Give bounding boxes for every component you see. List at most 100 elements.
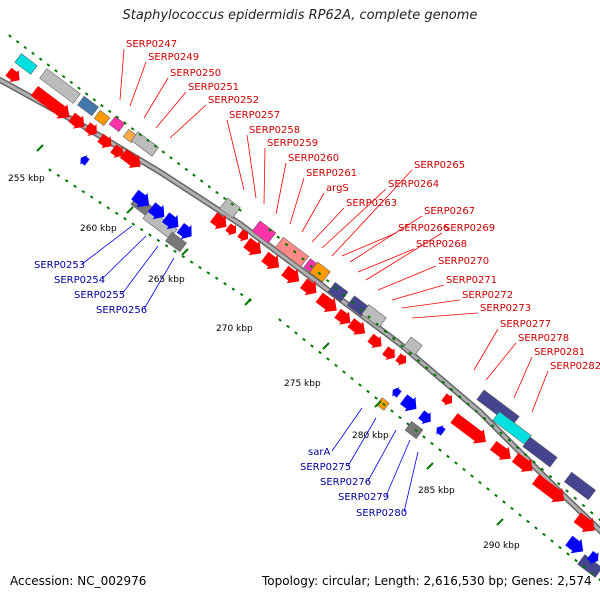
outer-tick-row-dot-27 [215, 190, 219, 195]
outer-tick-row-2-dot-30 [515, 445, 520, 450]
inner-tick-row-2-dot-34 [550, 539, 554, 543]
feature-magenta-2 [251, 220, 277, 244]
map-title: Staphylococcus epidermidis RP62A, comple… [122, 8, 478, 23]
inner-tick-row-2-dot-20 [438, 448, 442, 452]
cds-forward-16 [334, 308, 351, 325]
feature-orange-1 [93, 110, 111, 126]
outer-tick-row-2-dot-24 [466, 402, 470, 406]
inner-tick-row-dot-20 [214, 276, 219, 281]
kbp-label-4: 275 kbp [284, 379, 321, 389]
leader-reverse-4 [331, 407, 363, 452]
cds-reverse-4 [162, 212, 179, 230]
feature-grey-2 [130, 131, 160, 157]
cds-reverse-5 [176, 222, 192, 240]
cds-forward-23 [489, 440, 511, 460]
inner-tick-row-dot-14 [164, 244, 169, 248]
gene-label-reverse-2: SERP0255 [74, 290, 125, 301]
leader-forward-19 [391, 284, 445, 301]
gene-label-forward-19: SERP0271 [446, 275, 497, 286]
gene-label-reverse-8: SERP0280 [356, 508, 407, 519]
outer-tick-row-dot-29 [230, 202, 235, 206]
gene-label-forward-9: SERP0261 [306, 168, 357, 179]
outer-tick-row-2-dot-34 [548, 474, 553, 479]
leader-reverse-1 [101, 235, 147, 280]
leader-forward-6 [246, 134, 257, 199]
outer-tick-row-2-dot-23 [457, 395, 462, 399]
outer-tick-row-2-dot-27 [490, 424, 495, 428]
inner-tick-row-2-dot-9 [350, 376, 354, 381]
gene-label-forward-21: SERP0273 [480, 303, 531, 314]
inner-tick-row-dot-8 [114, 211, 119, 216]
outer-tick-row-2-dot-10 [350, 300, 355, 305]
outer-tick-row-2-dot-3 [292, 250, 297, 254]
kbp-label-6: 285 kbp [418, 486, 455, 496]
inner-tick-row-2-dot-18 [422, 435, 426, 439]
gene-label-reverse-3: SERP0256 [96, 305, 147, 316]
cds-forward-6 [110, 144, 123, 158]
outer-tick-row-2-dot-18 [416, 358, 421, 363]
outer-tick-row-dot-12 [100, 103, 104, 108]
gene-label-forward-5: SERP0257 [229, 110, 280, 121]
gene-label-forward-20: SERP0272 [462, 290, 513, 301]
outer-tick-row-dot-0 [8, 34, 12, 38]
feature-purple-1 [327, 282, 349, 302]
outer-tick-row-2-dot-33 [540, 467, 545, 471]
kbp-label-1: 260 kbp [80, 224, 117, 234]
inner-tick-row-dot-16 [181, 254, 186, 259]
outer-tick-row-2-dot-38 [581, 503, 586, 508]
gene-label-forward-17: SERP0268 [416, 239, 467, 250]
gene-label-forward-22: SERP0277 [500, 319, 551, 330]
inner-tick-row-2-dot-36 [566, 552, 570, 556]
inner-tick-row-dot-9 [123, 217, 127, 221]
gene-label-forward-11: SERP0263 [346, 198, 397, 209]
leader-reverse-6 [367, 429, 397, 482]
cds-forward-20 [395, 353, 407, 366]
gene-label-forward-24: SERP0281 [534, 347, 585, 358]
inner-tick-row-dot-10 [131, 222, 136, 226]
cds-reverse-8 [418, 410, 431, 424]
inner-tick-row-2-dot-31 [526, 519, 530, 524]
outer-tick-row-dot-23 [184, 167, 189, 172]
outer-tick-row-dot-28 [222, 196, 227, 201]
outer-tick-row-dot-18 [146, 138, 150, 143]
inner-tick-row-2-dot-16 [406, 422, 410, 426]
gene-label-reverse-4: sarA [308, 447, 330, 458]
leader-reverse-2 [121, 245, 159, 295]
outer-tick-row-2-dot-29 [507, 438, 512, 442]
outer-tick-row-2-dot-6 [317, 271, 322, 276]
outer-tick-row-2-dot-37 [573, 496, 578, 500]
cds-reverse-10 [565, 535, 584, 554]
cds-forward-7 [119, 148, 141, 168]
leader-forward-14 [349, 215, 423, 263]
inner-tick-row-dot-13 [156, 238, 161, 243]
inner-tick-row-dot-6 [98, 200, 102, 205]
cds-forward-10 [237, 229, 249, 242]
cds-reverse-2 [131, 189, 150, 208]
outer-tick-row-2-dot-5 [309, 264, 314, 268]
feature-grey-4 [219, 197, 241, 219]
cds-forward-26 [573, 512, 595, 533]
inner-tick-row-dot-4 [81, 189, 86, 194]
leader-forward-15 [341, 232, 397, 257]
outer-tick-row-dot-7 [61, 74, 66, 79]
major-tick-0 [36, 144, 44, 152]
major-tick-1 [126, 206, 134, 214]
outer-tick-row-dot-8 [69, 80, 74, 85]
inner-tick-row-dot-11 [139, 227, 144, 232]
accession-label: Accession: NC_002976 [10, 574, 147, 588]
cds-reverse-6 [392, 387, 402, 398]
cds-forward-5 [97, 133, 112, 148]
leader-reverse-0 [81, 225, 133, 265]
inner-tick-row-2-dot-11 [366, 389, 370, 394]
outer-tick-row-2-dot-22 [449, 387, 454, 392]
inner-tick-row-2-dot-26 [486, 487, 490, 491]
outer-tick-row-dot-15 [123, 121, 127, 125]
outer-tick-row-2-dot-36 [565, 489, 569, 493]
gene-label-forward-18: SERP0270 [438, 256, 489, 267]
inner-tick-row-2-dot-19 [430, 441, 434, 446]
feature-magenta-1 [108, 116, 126, 132]
inner-tick-row-2-dot-17 [414, 428, 418, 433]
feature-purple-3 [476, 389, 520, 427]
outer-tick-row-2-dot-35 [556, 482, 561, 486]
outer-tick-row-2-dot-16 [400, 344, 404, 348]
